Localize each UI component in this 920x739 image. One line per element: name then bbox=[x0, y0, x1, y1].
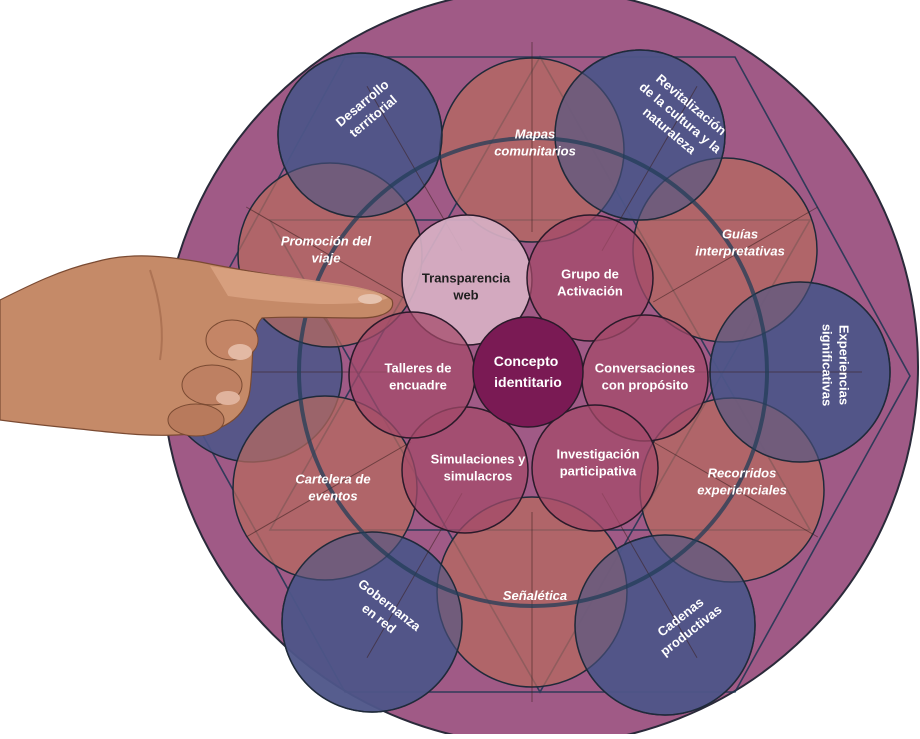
label-transparencia: Transparencia web bbox=[422, 271, 511, 303]
center-label: Concepto identitario bbox=[494, 353, 562, 390]
label-guias-line: Guías bbox=[722, 227, 758, 242]
label-senaletica-line: Señalética bbox=[503, 588, 567, 603]
label-mapas-line: Mapas bbox=[515, 127, 555, 142]
label-recorridos-line: experienciales bbox=[697, 483, 787, 498]
label-grupo-line: Activación bbox=[557, 284, 623, 299]
label-investigacion-line: Investigación bbox=[556, 447, 639, 462]
label-conversaciones: Conversaciones con propósito bbox=[595, 361, 695, 393]
label-guias: Guías interpretativas bbox=[695, 227, 785, 259]
label-conversaciones-line: con propósito bbox=[602, 378, 689, 393]
label-promocion-line: viaje bbox=[312, 251, 341, 266]
label-mapas: Mapas comunitarios bbox=[494, 127, 576, 159]
center-circle bbox=[472, 316, 584, 428]
label-simulaciones-line: Simulaciones y bbox=[431, 452, 526, 467]
label-experiencias: Experienciassignificativas bbox=[820, 324, 852, 406]
label-grupo-line: Grupo de bbox=[561, 267, 619, 282]
label-talleres-line: encuadre bbox=[389, 378, 447, 393]
pointing-hand-image bbox=[0, 255, 394, 437]
label-transparencia-line: web bbox=[452, 288, 478, 303]
middle-ring-circles bbox=[202, 42, 891, 716]
label-investigacion-line: participativa bbox=[560, 464, 637, 479]
label-promocion-line: Promoción del bbox=[281, 234, 372, 249]
label-promocion: Promoción del viaje bbox=[281, 234, 372, 266]
outer-overlay-cadenas bbox=[574, 534, 756, 716]
label-cartelera: Cartelera de eventos bbox=[295, 472, 370, 504]
outer-overlay-revitalizacion bbox=[554, 49, 726, 221]
center-label-line-1: Concepto bbox=[494, 353, 559, 369]
label-cartelera-line: eventos bbox=[308, 489, 357, 504]
label-grupo: Grupo de Activación bbox=[557, 267, 623, 299]
inner-ring-circles bbox=[348, 214, 709, 534]
label-experiencias-line: significativas bbox=[820, 324, 835, 406]
center-label-line-2: identitario bbox=[494, 374, 562, 390]
label-talleres: Talleres de encuadre bbox=[385, 361, 452, 393]
label-cartelera-line: Cartelera de bbox=[295, 472, 370, 487]
label-mapas-line: comunitarios bbox=[494, 144, 576, 159]
label-recorridos-line: Recorridos bbox=[708, 466, 777, 481]
middle-ring-outline bbox=[297, 136, 769, 608]
label-conversaciones-line: Conversaciones bbox=[595, 361, 695, 376]
label-guias-line: interpretativas bbox=[695, 244, 785, 259]
label-senaletica: Señalética bbox=[503, 588, 567, 603]
label-investigacion: Investigación participativa bbox=[556, 447, 639, 479]
label-experiencias-line: Experiencias bbox=[837, 325, 852, 405]
label-simulaciones: Simulaciones y simulacros bbox=[431, 452, 526, 484]
label-talleres-line: Talleres de bbox=[385, 361, 452, 376]
label-recorridos: Recorridos experienciales bbox=[697, 466, 787, 498]
inner-circle-investigacion bbox=[531, 404, 659, 532]
inner-circle-grupo bbox=[526, 214, 654, 342]
label-simulaciones-line: simulacros bbox=[444, 469, 513, 484]
label-transparencia-line: Transparencia bbox=[422, 271, 511, 286]
